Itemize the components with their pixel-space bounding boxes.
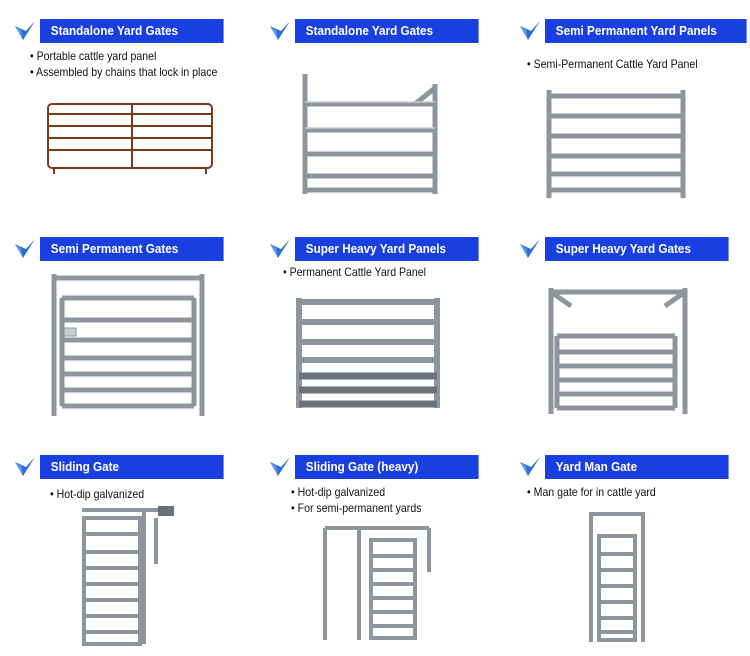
product-title: Sliding Gate bbox=[40, 455, 224, 479]
product-header: Super Heavy Yard Panels bbox=[267, 236, 499, 262]
product-image-semi-permanent-gate bbox=[51, 274, 205, 416]
product-card-4: Semi Permanent Gates bbox=[0, 218, 240, 428]
checkmark-arrow-icon bbox=[270, 239, 290, 258]
product-bullets: Hot-dip galvanized For semi-permanent ya… bbox=[291, 484, 422, 516]
bullet-item: Portable cattle yard panel bbox=[30, 48, 217, 64]
product-image-sliding-gate-heavy bbox=[323, 526, 431, 640]
product-card-5: Super Heavy Yard Panels Permanent Cattle… bbox=[255, 218, 495, 428]
bullet-item: For semi-permanent yards bbox=[291, 500, 422, 516]
checkmark-arrow-icon bbox=[15, 239, 35, 258]
checkmark-arrow-icon bbox=[520, 239, 540, 258]
product-title: Yard Man Gate bbox=[545, 455, 729, 479]
checkmark-arrow-icon bbox=[520, 457, 540, 476]
bullet-item: Assembled by chains that lock in place bbox=[30, 64, 217, 80]
bullet-item: Hot-dip galvanized bbox=[50, 486, 144, 502]
checkmark-arrow-icon bbox=[15, 21, 35, 40]
product-title: Semi Permanent Yard Panels bbox=[545, 19, 747, 43]
product-card-7: Sliding Gate Hot-dip galvanized bbox=[0, 436, 240, 646]
checkmark-arrow-icon bbox=[520, 21, 540, 40]
product-title: Semi Permanent Gates bbox=[40, 237, 224, 261]
product-bullets: Permanent Cattle Yard Panel bbox=[283, 264, 426, 280]
product-title: Sliding Gate (heavy) bbox=[295, 455, 479, 479]
product-image-super-heavy-gate bbox=[548, 288, 688, 414]
product-bullets: Portable cattle yard panel Assembled by … bbox=[30, 48, 217, 80]
checkmark-arrow-icon bbox=[270, 457, 290, 476]
product-title: Super Heavy Yard Gates bbox=[545, 237, 729, 261]
product-header: Semi Permanent Gates bbox=[12, 236, 244, 262]
product-header: Sliding Gate (heavy) bbox=[267, 454, 499, 480]
product-card-1: Standalone Yard Gates Portable cattle ya… bbox=[0, 0, 240, 210]
product-bullets: Semi-Permanent Cattle Yard Panel bbox=[527, 56, 698, 72]
product-image-yard-man-gate bbox=[589, 512, 645, 642]
product-title: Standalone Yard Gates bbox=[40, 19, 224, 43]
bullet-item: Semi-Permanent Cattle Yard Panel bbox=[527, 56, 698, 72]
product-bullets: Hot-dip galvanized bbox=[50, 486, 144, 502]
product-image-yard-panel bbox=[47, 103, 213, 174]
product-header: Super Heavy Yard Gates bbox=[517, 236, 749, 262]
product-card-9: Yard Man Gate Man gate for in cattle yar… bbox=[505, 436, 745, 646]
checkmark-arrow-icon bbox=[270, 21, 290, 40]
bullet-item: Man gate for in cattle yard bbox=[527, 484, 656, 500]
bullet-item: Permanent Cattle Yard Panel bbox=[283, 264, 426, 280]
bullet-item: Hot-dip galvanized bbox=[291, 484, 421, 500]
product-card-6: Super Heavy Yard Gates bbox=[505, 218, 745, 428]
product-header: Standalone Yard Gates bbox=[267, 18, 499, 44]
product-bullets: Man gate for in cattle yard bbox=[527, 484, 656, 500]
product-header: Semi Permanent Yard Panels bbox=[517, 18, 750, 44]
product-image-semi-permanent-panel bbox=[546, 90, 686, 198]
product-card-8: Sliding Gate (heavy) Hot-dip galvanized … bbox=[255, 436, 495, 646]
product-title: Standalone Yard Gates bbox=[295, 19, 479, 43]
product-header: Standalone Yard Gates bbox=[12, 18, 244, 44]
product-title: Super Heavy Yard Panels bbox=[295, 237, 479, 261]
product-card-2: Standalone Yard Gates bbox=[255, 0, 495, 210]
product-image-yard-gate bbox=[302, 74, 438, 194]
product-card-3: Semi Permanent Yard Panels Semi-Permanen… bbox=[505, 0, 747, 210]
checkmark-arrow-icon bbox=[15, 457, 35, 476]
product-image-sliding-gate bbox=[82, 506, 174, 646]
product-header: Yard Man Gate bbox=[517, 454, 749, 480]
product-image-super-heavy-panel bbox=[296, 298, 440, 408]
product-header: Sliding Gate bbox=[12, 454, 244, 480]
